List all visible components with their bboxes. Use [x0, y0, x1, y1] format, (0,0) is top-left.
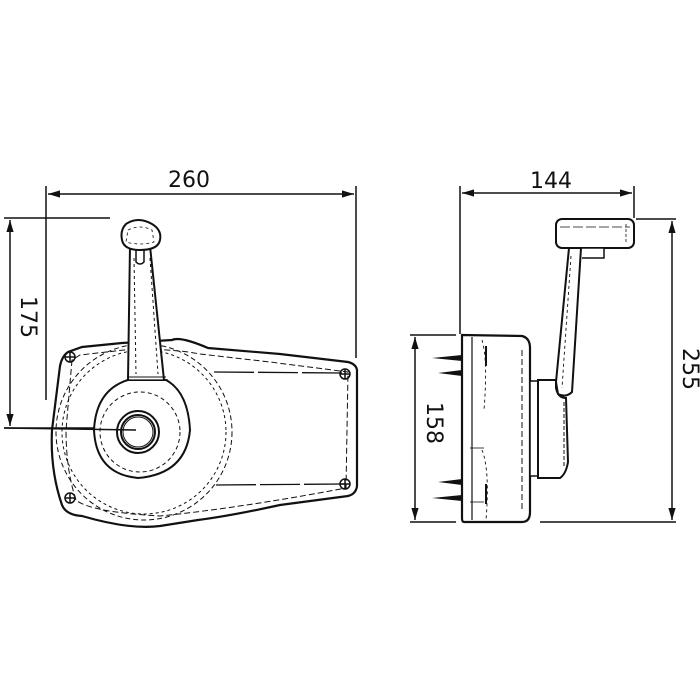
- dimension-label-width: 260: [168, 168, 210, 193]
- dimension-width-260: [45, 186, 357, 400]
- housing-outline: [50, 337, 359, 528]
- screw-icon: [339, 368, 351, 380]
- front-view: [3, 186, 359, 528]
- mounting-stud-icon: [432, 355, 462, 501]
- side-view: [410, 186, 676, 524]
- screw-icon: [339, 478, 351, 490]
- side-lever-arm: [554, 247, 583, 397]
- side-lever-knob: [555, 218, 635, 249]
- dimension-depth-144: [459, 186, 635, 334]
- lever-hub: [92, 379, 192, 480]
- shift-box: [529, 380, 539, 477]
- dimension-label-depth: 144: [530, 169, 572, 194]
- lever-knob: [120, 219, 162, 252]
- side-housing: [460, 333, 532, 524]
- dimension-height-255: [540, 218, 676, 523]
- screw-icon: [64, 351, 76, 363]
- dimension-label-base-height: 158: [421, 402, 446, 444]
- screw-icon: [64, 492, 76, 504]
- dimension-label-height-pivot: 175: [15, 296, 40, 338]
- shaft-bore: [116, 410, 160, 454]
- dimension-height-158: [410, 334, 456, 523]
- dimension-label-overall-height: 255: [677, 348, 700, 390]
- lever-arm: [127, 245, 165, 381]
